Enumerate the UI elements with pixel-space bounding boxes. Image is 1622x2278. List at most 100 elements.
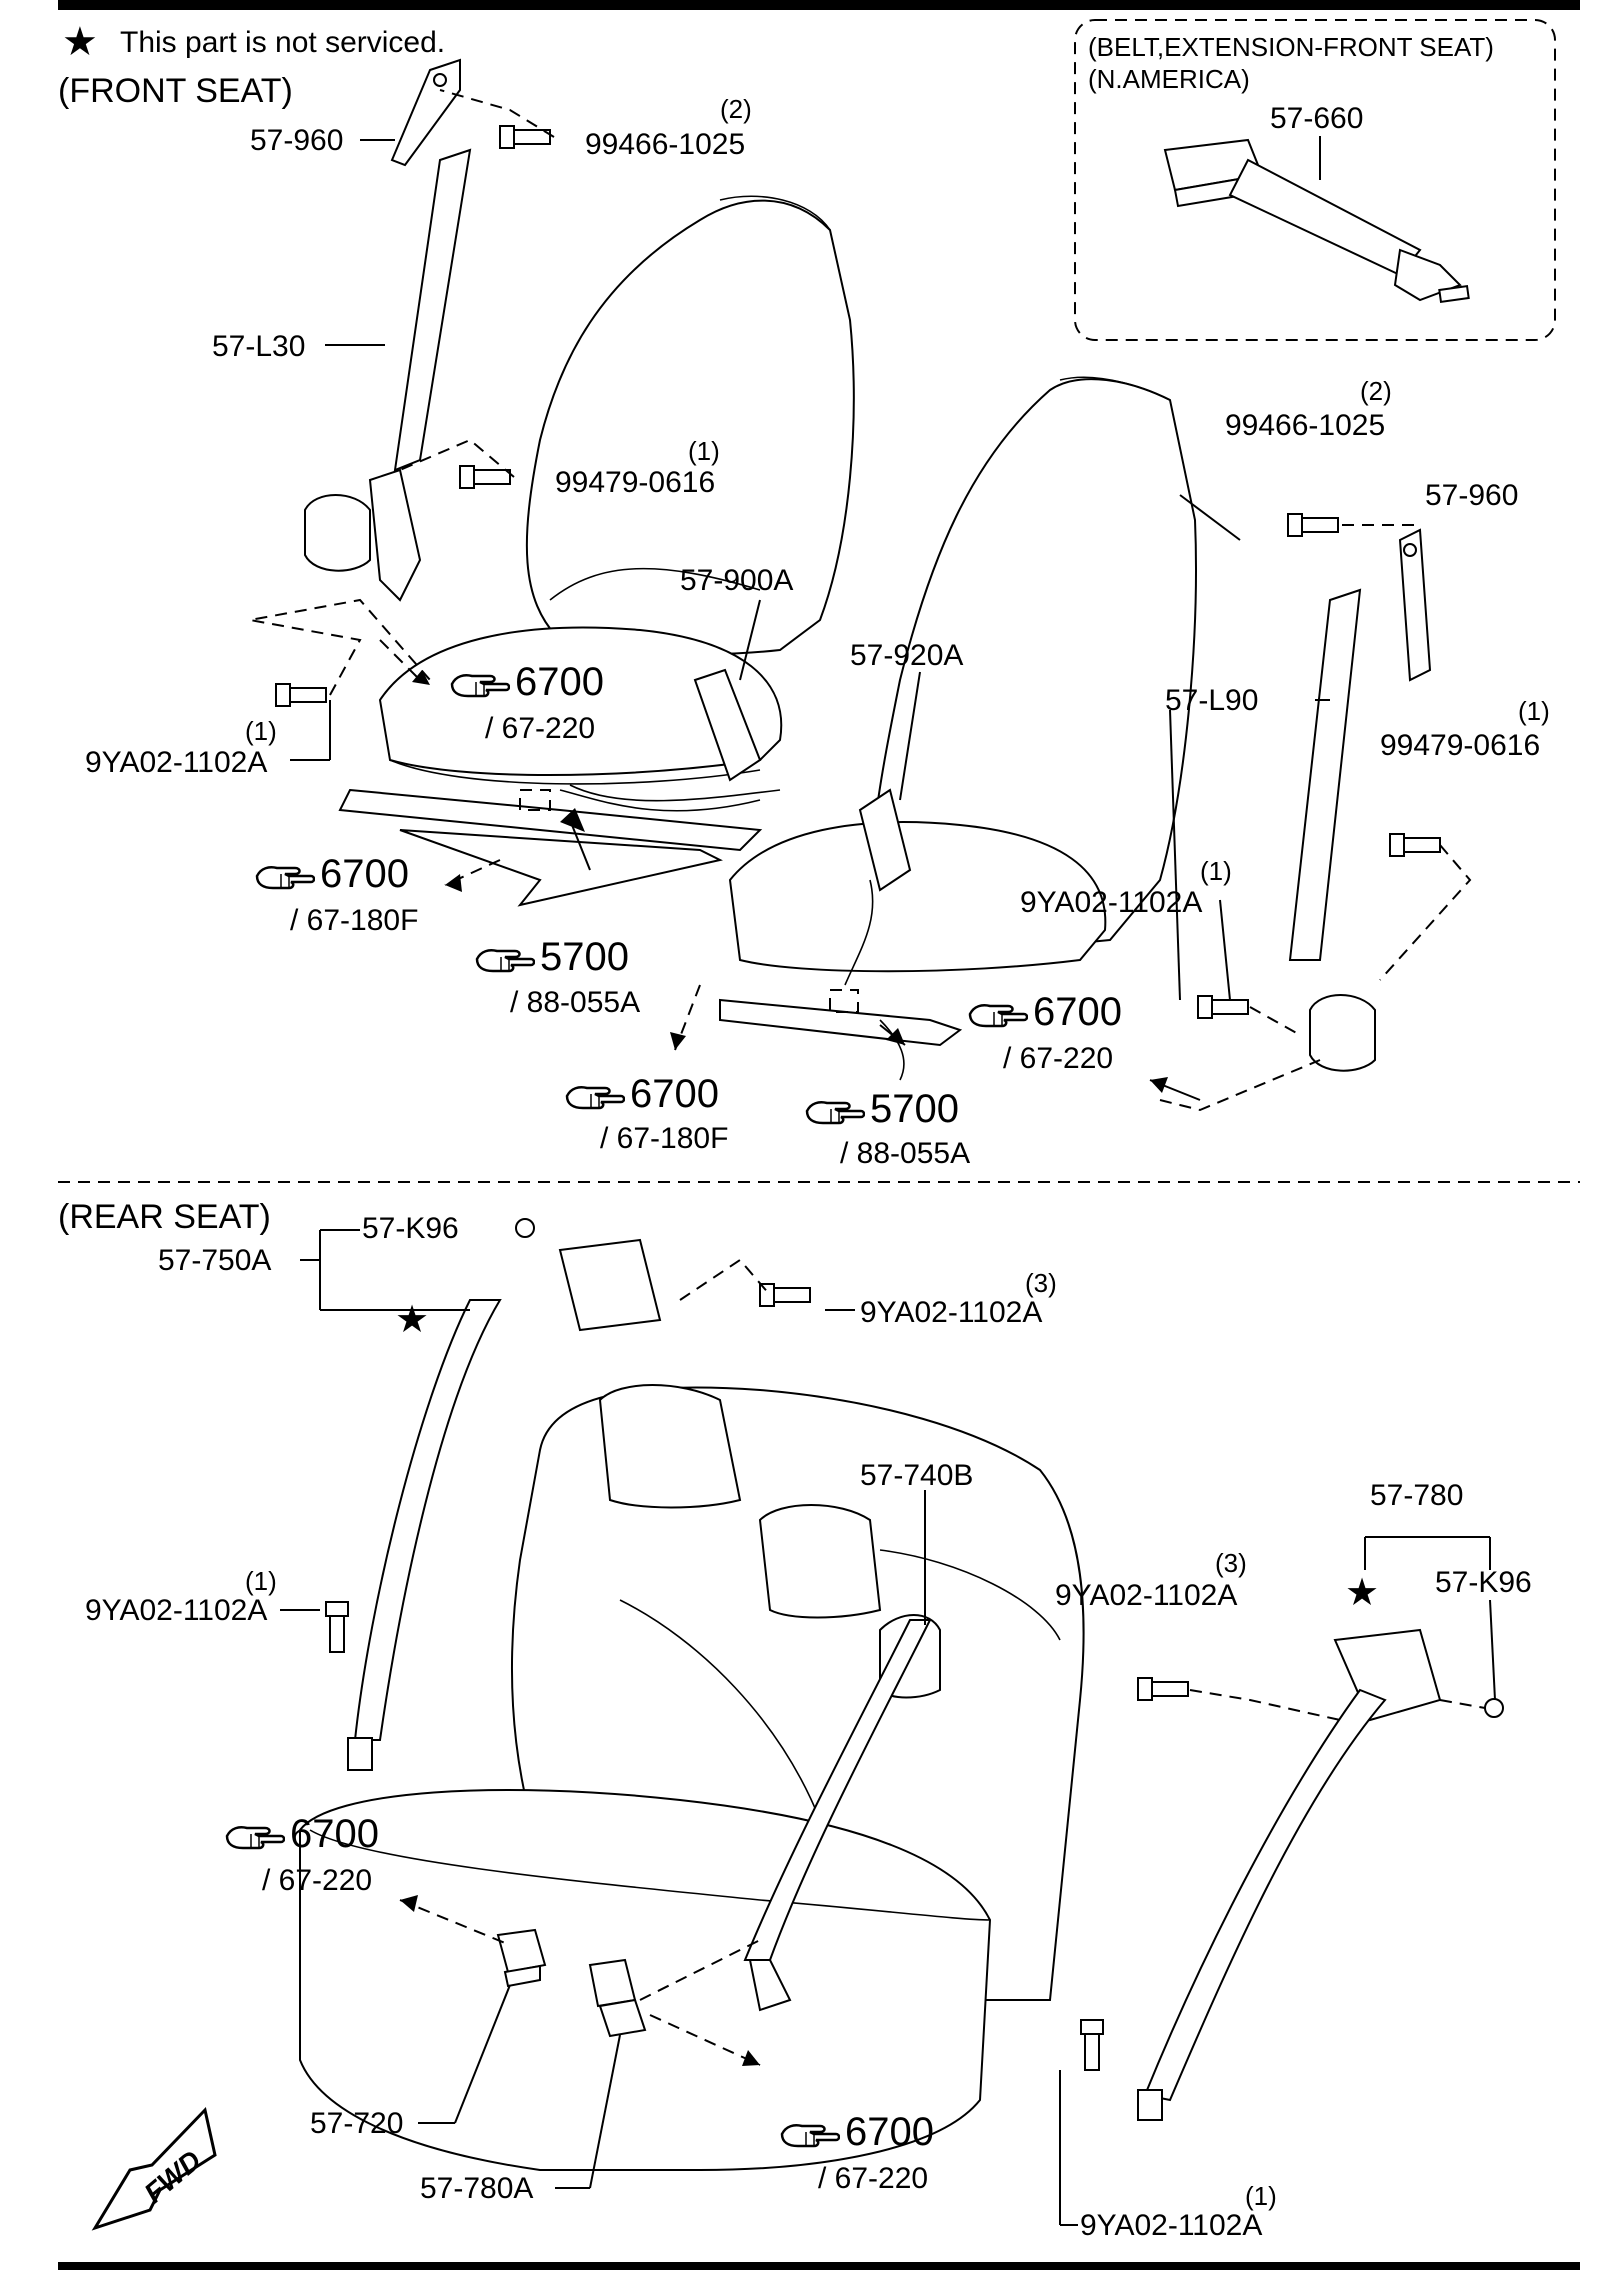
ref-6700-67-220-front-right: 6700 / 67-220 xyxy=(968,990,1122,1075)
label-57-720: 57-720 xyxy=(310,2107,403,2140)
section-title-front: (FRONT SEAT) xyxy=(58,72,293,110)
label-9YA02-1102A-left: 9YA02-1102A xyxy=(85,1594,267,1627)
star-icon: ★ xyxy=(395,1299,429,1341)
label-57-740B: 57-740B xyxy=(860,1459,973,1492)
label-99466-1025-right: 99466-1025 xyxy=(1225,409,1385,442)
extension-belt-icon xyxy=(1163,138,1470,304)
qty-9YA02-top: (3) xyxy=(1025,1268,1057,1298)
bolt-icon xyxy=(1197,995,1249,1019)
inset-frame xyxy=(1074,19,1556,341)
hand-pointer-icon xyxy=(225,1826,285,1850)
ref-page: / 67-220 xyxy=(262,1864,372,1897)
ref-6700-67-220-front-left: 6700 / 67-220 xyxy=(450,660,604,745)
ref-page: / 88-055A xyxy=(840,1137,970,1170)
hand-pointer-icon xyxy=(255,866,315,890)
front-left-belt-assembly xyxy=(304,58,781,811)
hand-pointer-icon xyxy=(565,1086,625,1110)
buckle-57-780A xyxy=(588,1958,647,2038)
qty-99479-left: (1) xyxy=(688,436,720,466)
qty-9YA02-right: (1) xyxy=(1200,856,1232,886)
rear-center-belt-assembly xyxy=(743,1614,941,2012)
label-9YA02-1102A-left: 9YA02-1102A xyxy=(85,746,267,779)
label-99479-0616-left: 99479-0616 xyxy=(555,466,715,499)
bolt-icon xyxy=(459,465,511,489)
label-57-750A: 57-750A xyxy=(158,1244,271,1277)
bottom-border xyxy=(58,2262,1580,2270)
ref-number: 6700 xyxy=(290,1812,379,1856)
ref-page: / 67-220 xyxy=(1003,1042,1113,1075)
ref-6700-67-180F-front-bottom: 6700 / 67-180F xyxy=(565,1072,728,1155)
inset-title-line1: (BELT,EXTENSION-FRONT SEAT) xyxy=(1088,32,1494,62)
label-57-920A: 57-920A xyxy=(850,639,963,672)
ref-number: 6700 xyxy=(630,1072,719,1116)
label-57-900A: 57-900A xyxy=(680,564,793,597)
ref-6700-67-220-rear-left: 6700 / 67-220 xyxy=(225,1812,379,1897)
ref-page: / 88-055A xyxy=(510,986,640,1019)
label-9YA02-1102A-right: 9YA02-1102A xyxy=(1020,886,1202,919)
label-9YA02-1102A-bottom: 9YA02-1102A xyxy=(1080,2209,1262,2242)
label-57-L90: 57-L90 xyxy=(1165,684,1258,717)
qty-99479-right: (1) xyxy=(1518,696,1550,726)
bolt-icon xyxy=(1389,833,1441,857)
note-text: This part is not serviced. xyxy=(120,26,445,59)
label-57-K96-right: 57-K96 xyxy=(1435,1566,1532,1599)
label-57-660: 57-660 xyxy=(1270,102,1363,135)
qty-9YA02-mid: (3) xyxy=(1215,1548,1247,1578)
inset-extension-belt: (BELT,EXTENSION-FRONT SEAT) (N.AMERICA) … xyxy=(1074,19,1556,341)
ref-number: 5700 xyxy=(870,1087,959,1131)
nut-icon xyxy=(515,1218,535,1238)
ref-5700-88-055A-front-bottom: 5700 / 88-055A xyxy=(805,1087,970,1170)
ref-number: 6700 xyxy=(1033,990,1122,1034)
label-57-780: 57-780 xyxy=(1370,1479,1463,1512)
ref-5700-88-055A-front-left: 5700 / 88-055A xyxy=(475,935,640,1019)
bolt-icon xyxy=(499,125,551,149)
label-99466-1025-left: 99466-1025 xyxy=(585,128,745,161)
bolt-icon xyxy=(759,1283,811,1307)
ref-number: 5700 xyxy=(540,935,629,979)
hand-pointer-icon xyxy=(475,949,535,973)
qty-99466-left: (2) xyxy=(720,94,752,124)
bolt-icon xyxy=(275,683,327,707)
ref-page: / 67-220 xyxy=(818,2162,928,2195)
ref-page: / 67-180F xyxy=(600,1122,728,1155)
label-57-960-left: 57-960 xyxy=(250,124,343,157)
rear-left-belt-assembly xyxy=(347,1238,662,1771)
inset-title-line2: (N.AMERICA) xyxy=(1088,64,1250,94)
star-icon: ★ xyxy=(1345,1572,1379,1614)
ref-number: 6700 xyxy=(845,2110,934,2154)
ref-number: 6700 xyxy=(515,660,604,704)
ref-6700-67-180F-front-left: 6700 / 67-180F xyxy=(255,852,418,937)
ref-number: 6700 xyxy=(320,852,409,896)
buckle-57-720 xyxy=(496,1928,547,1988)
top-border xyxy=(58,0,1580,10)
front-right-belt-assembly xyxy=(829,528,1432,1072)
rear-seat xyxy=(299,1384,1085,2171)
forward-arrow-icon: FWD xyxy=(91,2106,217,2231)
label-57-K96-left: 57-K96 xyxy=(362,1212,459,1245)
star-icon: ★ xyxy=(62,20,98,64)
qty-99466-right: (2) xyxy=(1360,376,1392,406)
label-57-L30: 57-L30 xyxy=(212,330,305,363)
nut-icon xyxy=(1484,1698,1504,1718)
qty-9YA02-bottom: (1) xyxy=(1245,2181,1277,2211)
section-title-rear: (REAR SEAT) xyxy=(58,1198,271,1236)
front-left-seat xyxy=(338,195,855,907)
label-57-780A: 57-780A xyxy=(420,2172,533,2205)
ref-page: / 67-220 xyxy=(485,712,595,745)
qty-9YA02-left: (1) xyxy=(245,716,277,746)
hand-pointer-icon xyxy=(805,1101,865,1125)
bolt-icon xyxy=(325,1601,349,1653)
bolt-icon xyxy=(1137,1677,1189,1701)
qty-9YA02-left: (1) xyxy=(245,1566,277,1596)
bolt-icon xyxy=(1287,513,1339,537)
bolt-icon xyxy=(1080,2019,1104,2071)
rear-right-belt-assembly xyxy=(1137,1628,1442,2121)
ref-6700-67-220-rear-right: 6700 / 67-220 xyxy=(780,2110,934,2195)
label-57-960-right: 57-960 xyxy=(1425,479,1518,512)
label-9YA02-1102A-top: 9YA02-1102A xyxy=(860,1296,1042,1329)
label-9YA02-1102A-mid: 9YA02-1102A xyxy=(1055,1579,1237,1612)
label-99479-0616-right: 99479-0616 xyxy=(1380,729,1540,762)
hand-pointer-icon xyxy=(968,1004,1028,1028)
ref-page: / 67-180F xyxy=(290,904,418,937)
